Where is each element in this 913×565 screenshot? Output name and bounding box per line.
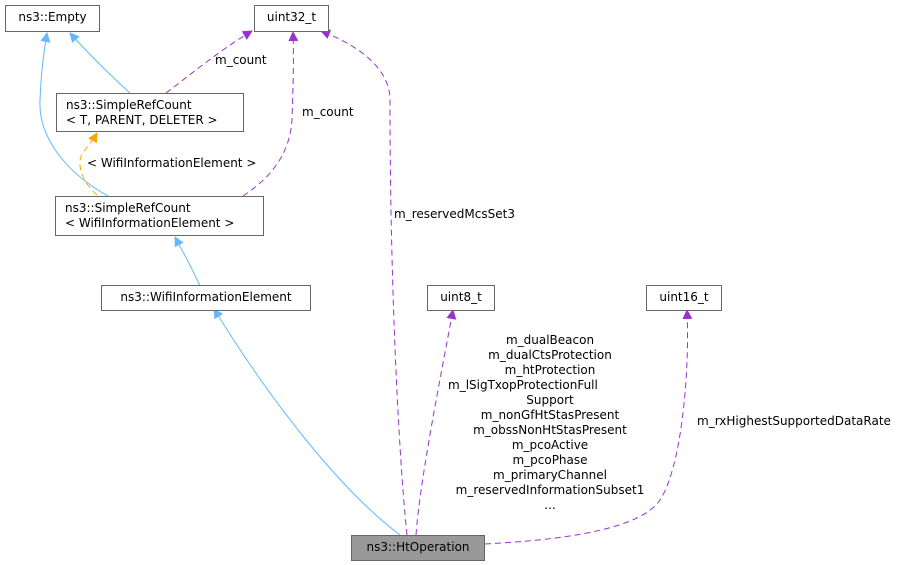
node-wifi-information-element[interactable]: ns3::WifiInformationElement <box>101 285 311 311</box>
edge-label-m-count-1: m_count <box>215 53 267 67</box>
edge-srctpl-to-empty <box>69 32 131 94</box>
member-label: m_obssNonHtStasPresent <box>473 423 627 437</box>
edge-label-m-count-2: m_count <box>302 105 354 119</box>
member-label: m_nonGfHtStasPresent <box>480 408 620 422</box>
node-uint32-t[interactable]: uint32_t <box>254 5 329 32</box>
node-ns3-htoperation[interactable]: ns3::HtOperation <box>351 535 485 561</box>
edge-srctpl-mcount <box>165 30 253 94</box>
node-uint16-t[interactable]: uint16_t <box>646 285 722 311</box>
node-label: ns3::Empty <box>18 10 87 24</box>
edge-label-reserved-mcs-set3: m_reservedMcsSet3 <box>394 207 515 221</box>
member-label: Support <box>526 393 574 407</box>
node-uint8-t[interactable]: uint8_t <box>427 285 495 311</box>
edge-htop-reservedmcs <box>320 29 408 536</box>
node-label-line2: < WifiInformationElement > <box>65 216 235 230</box>
edge-label-template-arg: < WifiInformationElement > <box>87 156 257 170</box>
member-label: m_lSigTxopProtectionFull <box>448 378 598 392</box>
edge-label-rx-highest-supported-data-rate: m_rxHighestSupportedDataRate <box>697 414 891 428</box>
node-label-line1: ns3::SimpleRefCount <box>66 98 192 112</box>
member-label: ... <box>544 498 556 512</box>
node-label-line2: < T, PARENT, DELETER > <box>66 113 218 127</box>
node-label: uint16_t <box>659 290 709 304</box>
edge-wie-to-srcwie <box>174 236 201 287</box>
member-label: m_dualBeacon <box>505 333 595 347</box>
member-label: m_pcoPhase <box>512 453 588 467</box>
node-label: uint8_t <box>440 290 482 304</box>
edge-htop-uint16 <box>484 309 693 545</box>
edge-htop-to-wie <box>213 308 401 536</box>
member-label: m_primaryChannel <box>493 468 607 482</box>
edge-template-instantiation <box>79 132 98 196</box>
member-label: m_htProtection <box>504 363 596 377</box>
edge-htop-uint8 <box>415 309 457 536</box>
member-label: m_dualCtsProtection <box>488 348 612 362</box>
edge-srcwie-to-empty <box>39 32 109 197</box>
edge-srcwie-mcount <box>242 31 299 197</box>
node-simplerefcount-wifi-ie[interactable]: ns3::SimpleRefCount < WifiInformationEle… <box>55 196 264 236</box>
edge-label-uint8-members: m_dualBeacon m_dualCtsProtection m_htPro… <box>430 333 670 513</box>
node-simplerefcount-template[interactable]: ns3::SimpleRefCount < T, PARENT, DELETER… <box>56 93 244 132</box>
node-label: ns3::HtOperation <box>366 540 470 554</box>
node-label-line1: ns3::SimpleRefCount <box>65 201 191 215</box>
node-label: ns3::WifiInformationElement <box>120 290 292 304</box>
node-label: uint32_t <box>266 10 317 24</box>
member-label: m_pcoActive <box>511 438 589 452</box>
member-label: m_reservedInformationSubset1 <box>455 483 645 497</box>
node-ns3-empty[interactable]: ns3::Empty <box>5 5 100 32</box>
